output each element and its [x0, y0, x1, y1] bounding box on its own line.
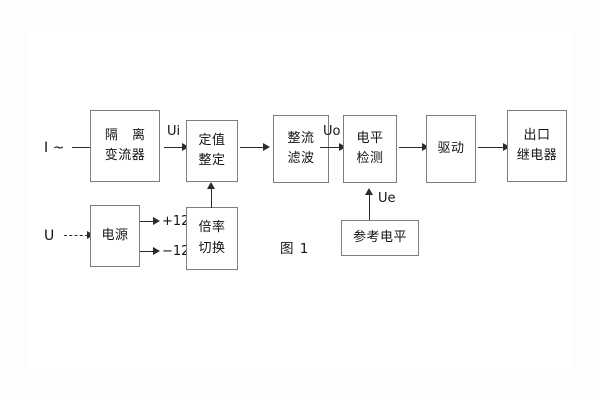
arrowhead-level-to-drive — [422, 143, 429, 151]
arrowhead-rail-pos — [153, 217, 160, 225]
arrowhead-ratio-to-setting — [207, 182, 215, 189]
block-level-detect-line-2: 检测 — [356, 151, 384, 166]
arrowhead-setting-to-rectify — [263, 143, 270, 151]
arrowhead-drive-to-relay — [503, 143, 510, 151]
block-reference-level-line-1: 参考电平 — [352, 229, 407, 245]
block-isolation-ct-line-1: 隔 离 — [104, 127, 151, 143]
block-level-detect-line-1: 电平 — [356, 130, 384, 146]
connector-rail-pos — [140, 221, 154, 222]
block-power-supply[interactable]: 电源 — [90, 205, 140, 267]
block-rectify-filter-line-2: 滤波 — [287, 151, 315, 166]
connector-setting-to-rectify — [240, 147, 264, 148]
connector-ratio-to-setting — [211, 188, 212, 208]
input-current-label: I ~ — [44, 140, 65, 156]
connector-rail-neg — [140, 251, 154, 252]
block-setting-line-1: 定值 — [198, 132, 226, 148]
block-output-relay-line-2: 继电器 — [516, 148, 558, 163]
connector-ui — [164, 147, 183, 148]
block-reference-level[interactable]: 参考电平 — [341, 220, 419, 256]
signal-ue-label: Ue — [378, 191, 396, 206]
connector-drive-to-relay — [478, 147, 504, 148]
block-power-supply-line-1: 电源 — [101, 227, 129, 243]
input-voltage-label: U — [44, 228, 55, 244]
block-drive[interactable]: 驱动 — [426, 115, 476, 183]
diagram-frame: I ~ 隔 离 变流器 Ui 定值 整定 整流 滤波 Uo — [28, 30, 572, 370]
figure-caption: 图 1 — [280, 241, 310, 257]
connector-ue — [369, 194, 370, 220]
block-ratio-switch-line-2: 切换 — [198, 240, 226, 256]
block-setting[interactable]: 定值 整定 — [186, 120, 238, 182]
block-rectify-filter-line-1: 整流 — [287, 130, 315, 146]
signal-ui-label: Ui — [167, 124, 181, 139]
block-isolation-ct[interactable]: 隔 离 变流器 — [90, 110, 160, 182]
connector-uo — [320, 147, 340, 148]
block-setting-line-2: 整定 — [198, 153, 226, 168]
arrowhead-ui — [182, 143, 189, 151]
block-isolation-ct-line-2: 变流器 — [104, 148, 146, 163]
block-rectify-filter[interactable]: 整流 滤波 — [273, 115, 329, 183]
block-ratio-switch[interactable]: 倍率 切换 — [186, 207, 238, 270]
block-ratio-switch-line-1: 倍率 — [198, 220, 226, 236]
connector-level-to-drive — [399, 147, 423, 148]
arrowhead-rail-neg — [153, 247, 160, 255]
block-level-detect[interactable]: 电平 检测 — [343, 115, 397, 183]
block-output-relay-line-1: 出口 — [523, 127, 551, 143]
connector-input-voltage — [64, 235, 88, 236]
arrowhead-ue — [365, 188, 373, 195]
arrowhead-uo — [339, 143, 346, 151]
signal-uo-label: Uo — [323, 124, 341, 139]
block-drive-line-1: 驱动 — [437, 140, 465, 156]
connector-input-current — [72, 147, 102, 148]
block-output-relay[interactable]: 出口 继电器 — [507, 110, 567, 182]
